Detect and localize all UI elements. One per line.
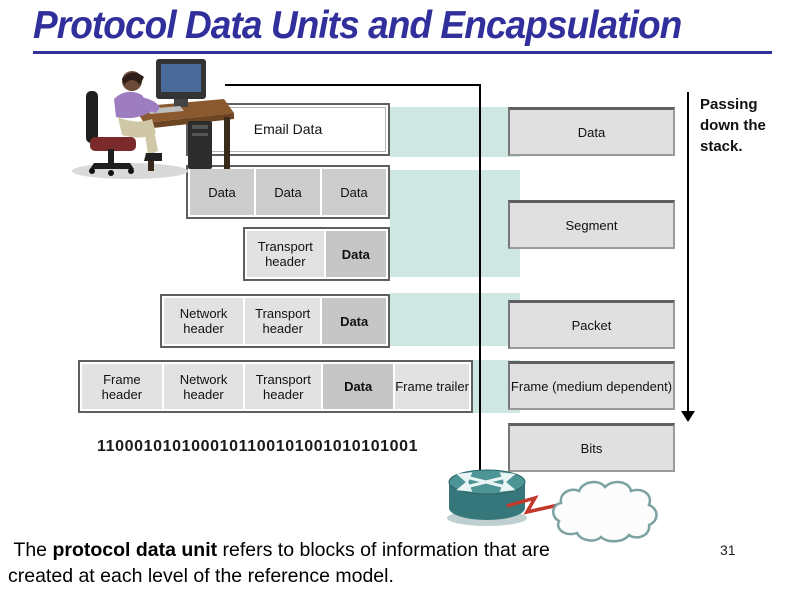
footer-rest: refers to blocks of information that are… xyxy=(8,539,556,587)
cell-network-header: Network header xyxy=(163,364,244,409)
pdu-box-packet: Packet xyxy=(508,300,675,349)
router-icon xyxy=(447,469,527,526)
network-cloud-icon xyxy=(552,480,658,543)
cell-data: Data xyxy=(190,169,254,215)
cell-network-header: Network header xyxy=(164,298,244,344)
pdu-box-bits: Bits xyxy=(508,423,675,472)
cell-data: Data xyxy=(325,231,386,277)
connector-band-segment xyxy=(390,170,520,277)
connector-band-data xyxy=(390,107,520,157)
page-number: 31 xyxy=(720,542,736,558)
connector-band-packet xyxy=(390,293,520,346)
row-segmented-data: Data Data Data xyxy=(186,165,390,219)
pdu-box-segment: Segment xyxy=(508,200,675,249)
cell-data: Data xyxy=(256,169,320,215)
row-segment: Transport header Data xyxy=(243,227,390,281)
slide-title: Protocol Data Units and Encapsulation xyxy=(33,4,682,47)
cell-data: Data xyxy=(322,169,386,215)
bit-stream-text: 1100010101000101100101001010101001 xyxy=(97,438,419,455)
cell-transport-header: Transport header xyxy=(247,231,324,277)
footer-lead: The xyxy=(8,539,53,561)
title-underline xyxy=(33,51,772,54)
cell-frame-header: Frame header xyxy=(82,364,162,409)
cell-transport-header: Transport header xyxy=(245,364,322,409)
stack-note: Passing down the stack. xyxy=(700,96,766,155)
row-frame: Frame header Network header Transport he… xyxy=(78,360,473,413)
person-at-computer-illustration xyxy=(72,59,234,179)
cell-frame-trailer: Frame trailer xyxy=(395,364,469,409)
host-wire-vertical xyxy=(479,84,481,478)
down-arrow-icon xyxy=(687,92,689,412)
footer-term: protocol data unit xyxy=(52,539,218,561)
host-wire-horizontal xyxy=(225,84,481,86)
cell-transport-header: Transport header xyxy=(245,298,321,344)
serial-link-lightning-icon xyxy=(506,495,564,515)
footer-definition: The protocol data unit refers to blocks … xyxy=(8,537,583,589)
pdu-box-data: Data xyxy=(508,107,675,156)
pdu-box-frame: Frame (medium dependent) xyxy=(508,361,675,410)
cell-data: Data xyxy=(323,364,394,409)
down-arrow-head-icon xyxy=(681,411,695,422)
row-packet: Network header Transport header Data xyxy=(160,294,390,348)
cell-data: Data xyxy=(322,298,386,344)
